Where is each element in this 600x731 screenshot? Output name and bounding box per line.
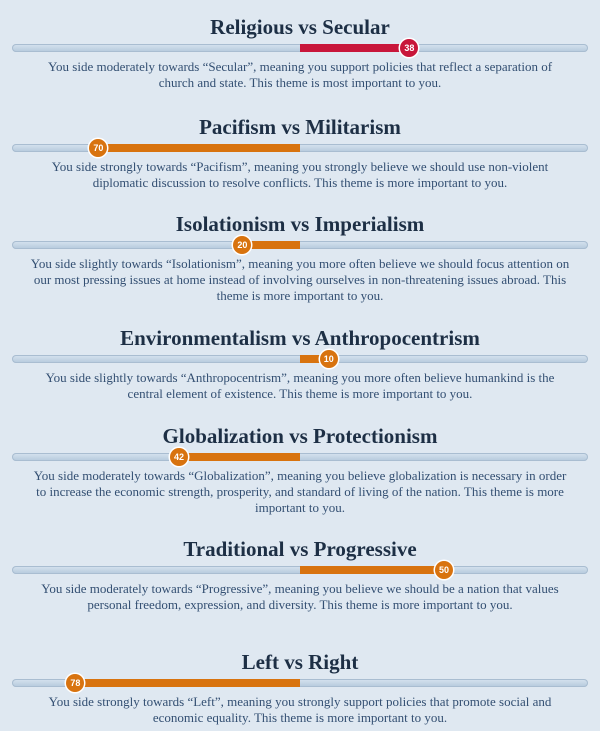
score-badge: 10 xyxy=(319,350,338,368)
theme-description: You side strongly towards “Pacifism”, me… xyxy=(51,159,549,190)
theme-title: Religious vs Secular xyxy=(210,15,390,39)
theme-pacifism-militarism: Pacifism vs Militarism 70 You side stron… xyxy=(0,114,600,190)
theme-fill xyxy=(242,241,300,249)
theme-fill xyxy=(98,144,300,152)
theme-slider: 20 xyxy=(12,236,588,254)
theme-title: Globalization vs Protectionism xyxy=(162,424,438,448)
theme-description: You side moderately towards “Globalizati… xyxy=(33,468,567,515)
score-badge: 38 xyxy=(400,39,419,57)
theme-title: Isolationism vs Imperialism xyxy=(175,212,425,236)
score-badge: 70 xyxy=(89,139,108,157)
theme-environmentalism-anthropocentrism: Environmentalism vs Anthropocentrism 10 … xyxy=(0,325,600,401)
theme-religious-secular: Religious vs Secular 38 You side moderat… xyxy=(0,14,600,90)
theme-title: Left vs Right xyxy=(241,650,359,674)
score-badge: 42 xyxy=(170,448,189,466)
theme-slider: 10 xyxy=(12,350,588,368)
theme-title: Pacifism vs Militarism xyxy=(199,115,401,139)
theme-fill xyxy=(300,566,444,574)
score-badge: 20 xyxy=(233,236,252,254)
theme-slider: 78 xyxy=(12,674,588,692)
theme-traditional-progressive: Traditional vs Progressive 50 You side m… xyxy=(0,536,600,612)
theme-title: Traditional vs Progressive xyxy=(183,537,417,561)
theme-description: You side strongly towards “Left”, meanin… xyxy=(48,694,552,725)
theme-title: Environmentalism vs Anthropocentrism xyxy=(120,326,480,350)
theme-fill xyxy=(300,355,329,363)
theme-description: You side moderately towards “Progressive… xyxy=(41,581,559,612)
theme-slider: 38 xyxy=(12,39,588,57)
theme-fill xyxy=(300,44,410,52)
theme-left-right: Left vs Right 78 You side strongly towar… xyxy=(0,649,600,725)
theme-description: You side moderately towards “Secular”, m… xyxy=(47,59,553,90)
theme-slider: 50 xyxy=(12,561,588,579)
theme-slider: 70 xyxy=(12,139,588,157)
theme-slider: 42 xyxy=(12,448,588,466)
theme-description: You side slightly towards “Anthropocentr… xyxy=(45,370,555,401)
score-badge: 78 xyxy=(66,674,85,692)
theme-description: You side slightly towards “Isolationism”… xyxy=(30,256,570,303)
score-badge: 50 xyxy=(435,561,453,579)
theme-globalization-protectionism: Globalization vs Protectionism 42 You si… xyxy=(0,423,600,515)
theme-fill xyxy=(75,679,300,687)
theme-isolationism-imperialism: Isolationism vs Imperialism 20 You side … xyxy=(0,211,600,303)
theme-fill xyxy=(179,453,300,461)
